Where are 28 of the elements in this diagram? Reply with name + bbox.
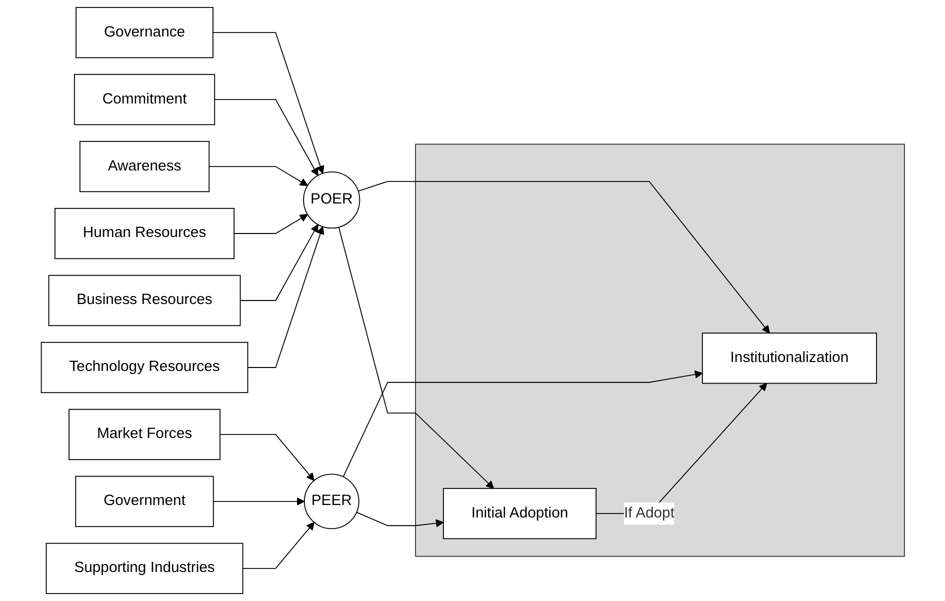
node-box: Initial Adoption bbox=[442, 488, 596, 540]
arrow bbox=[214, 99, 318, 176]
arrow bbox=[357, 180, 770, 334]
node-box: Governance bbox=[75, 6, 214, 58]
node-box: Awareness bbox=[79, 140, 210, 192]
node-box: Market Forces bbox=[68, 408, 220, 460]
node-box: Technology Resources bbox=[40, 342, 248, 394]
cluster bbox=[414, 144, 905, 557]
node-circle: POER bbox=[302, 172, 360, 229]
arrow bbox=[342, 370, 702, 478]
arrow bbox=[219, 434, 314, 481]
node-box: Commitment bbox=[74, 74, 215, 126]
arrow bbox=[233, 214, 308, 234]
arrow bbox=[208, 166, 308, 186]
node-circle: PEER bbox=[304, 474, 359, 530]
node-box: Human Resources bbox=[54, 208, 234, 260]
edge-label: If Adopt bbox=[624, 505, 674, 521]
node-box: Government bbox=[74, 476, 214, 528]
arrow bbox=[246, 226, 324, 368]
node-box: Institutionalization bbox=[702, 332, 877, 384]
arrow bbox=[212, 32, 324, 174]
node-box: Business Resources bbox=[48, 274, 240, 326]
arrow bbox=[242, 522, 314, 569]
arrow bbox=[212, 497, 304, 506]
arrow bbox=[338, 226, 494, 489]
arrow bbox=[239, 224, 318, 301]
arrow bbox=[356, 512, 444, 528]
node-box: Supporting Industries bbox=[45, 542, 243, 594]
